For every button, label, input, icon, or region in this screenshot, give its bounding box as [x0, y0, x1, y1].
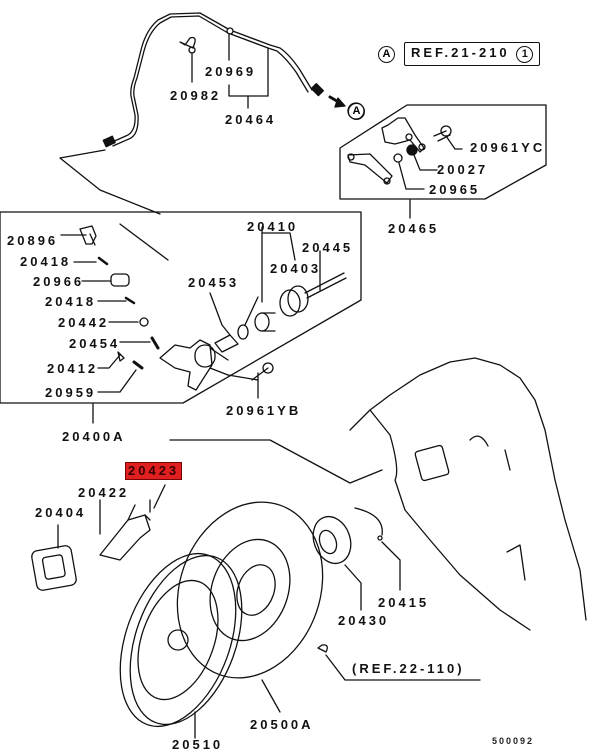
part-label-20418-b[interactable]: 20418	[45, 294, 97, 309]
part-label-20454[interactable]: 20454	[69, 336, 121, 351]
part-label-20027[interactable]: 20027	[437, 162, 489, 177]
part-label-20961YC[interactable]: 20961YC	[470, 140, 546, 155]
reference-suffix-circle: 1	[516, 46, 534, 63]
part-label-20500A[interactable]: 20500A	[250, 717, 314, 732]
clutch-cover	[176, 501, 324, 713]
part-label-20423-highlighted[interactable]: 20423	[125, 462, 183, 480]
release-bearing	[312, 507, 481, 681]
part-label-20400A[interactable]: 20400A	[62, 429, 126, 444]
part-label-20464[interactable]: 20464	[225, 112, 277, 127]
cylinder-box	[0, 211, 362, 424]
reference-text: REF.21-210	[411, 45, 510, 60]
part-label-20959[interactable]: 20959	[45, 385, 97, 400]
reference-box-21-210: REF.21-210 1	[404, 42, 541, 66]
release-fork	[31, 484, 166, 591]
part-label-20510[interactable]: 20510	[172, 737, 224, 752]
part-label-20403[interactable]: 20403	[270, 261, 322, 276]
part-label-20418-a[interactable]: 20418	[20, 254, 72, 269]
part-label-20966[interactable]: 20966	[33, 274, 85, 289]
bracket-box	[339, 104, 547, 219]
part-label-20453[interactable]: 20453	[188, 275, 240, 290]
part-label-20410[interactable]: 20410	[247, 219, 299, 234]
part-label-20442[interactable]: 20442	[58, 315, 110, 330]
part-label-20961YB[interactable]: 20961YB	[226, 403, 302, 418]
part-label-20445[interactable]: 20445	[302, 240, 354, 255]
leader-line	[59, 149, 161, 215]
part-label-20430[interactable]: 20430	[338, 613, 390, 628]
part-label-20422[interactable]: 20422	[78, 485, 130, 500]
arrow-marker-a: A	[348, 103, 365, 120]
part-label-20896[interactable]: 20896	[7, 233, 59, 248]
clutch-disc	[119, 552, 243, 739]
transmission-case	[169, 357, 587, 631]
clutch-pipe	[102, 12, 365, 148]
part-label-20982[interactable]: 20982	[170, 88, 222, 103]
part-label-20412[interactable]: 20412	[47, 361, 99, 376]
reference-22-110: (REF.22-110)	[352, 661, 465, 676]
part-label-20465[interactable]: 20465	[388, 221, 440, 236]
part-label-20965[interactable]: 20965	[429, 182, 481, 197]
reference-marker-a: A	[378, 46, 395, 63]
drawing-code: 500092	[492, 736, 535, 746]
part-label-20969[interactable]: 20969	[205, 64, 257, 79]
part-label-20404[interactable]: 20404	[35, 505, 87, 520]
part-label-20415[interactable]: 20415	[378, 595, 430, 610]
